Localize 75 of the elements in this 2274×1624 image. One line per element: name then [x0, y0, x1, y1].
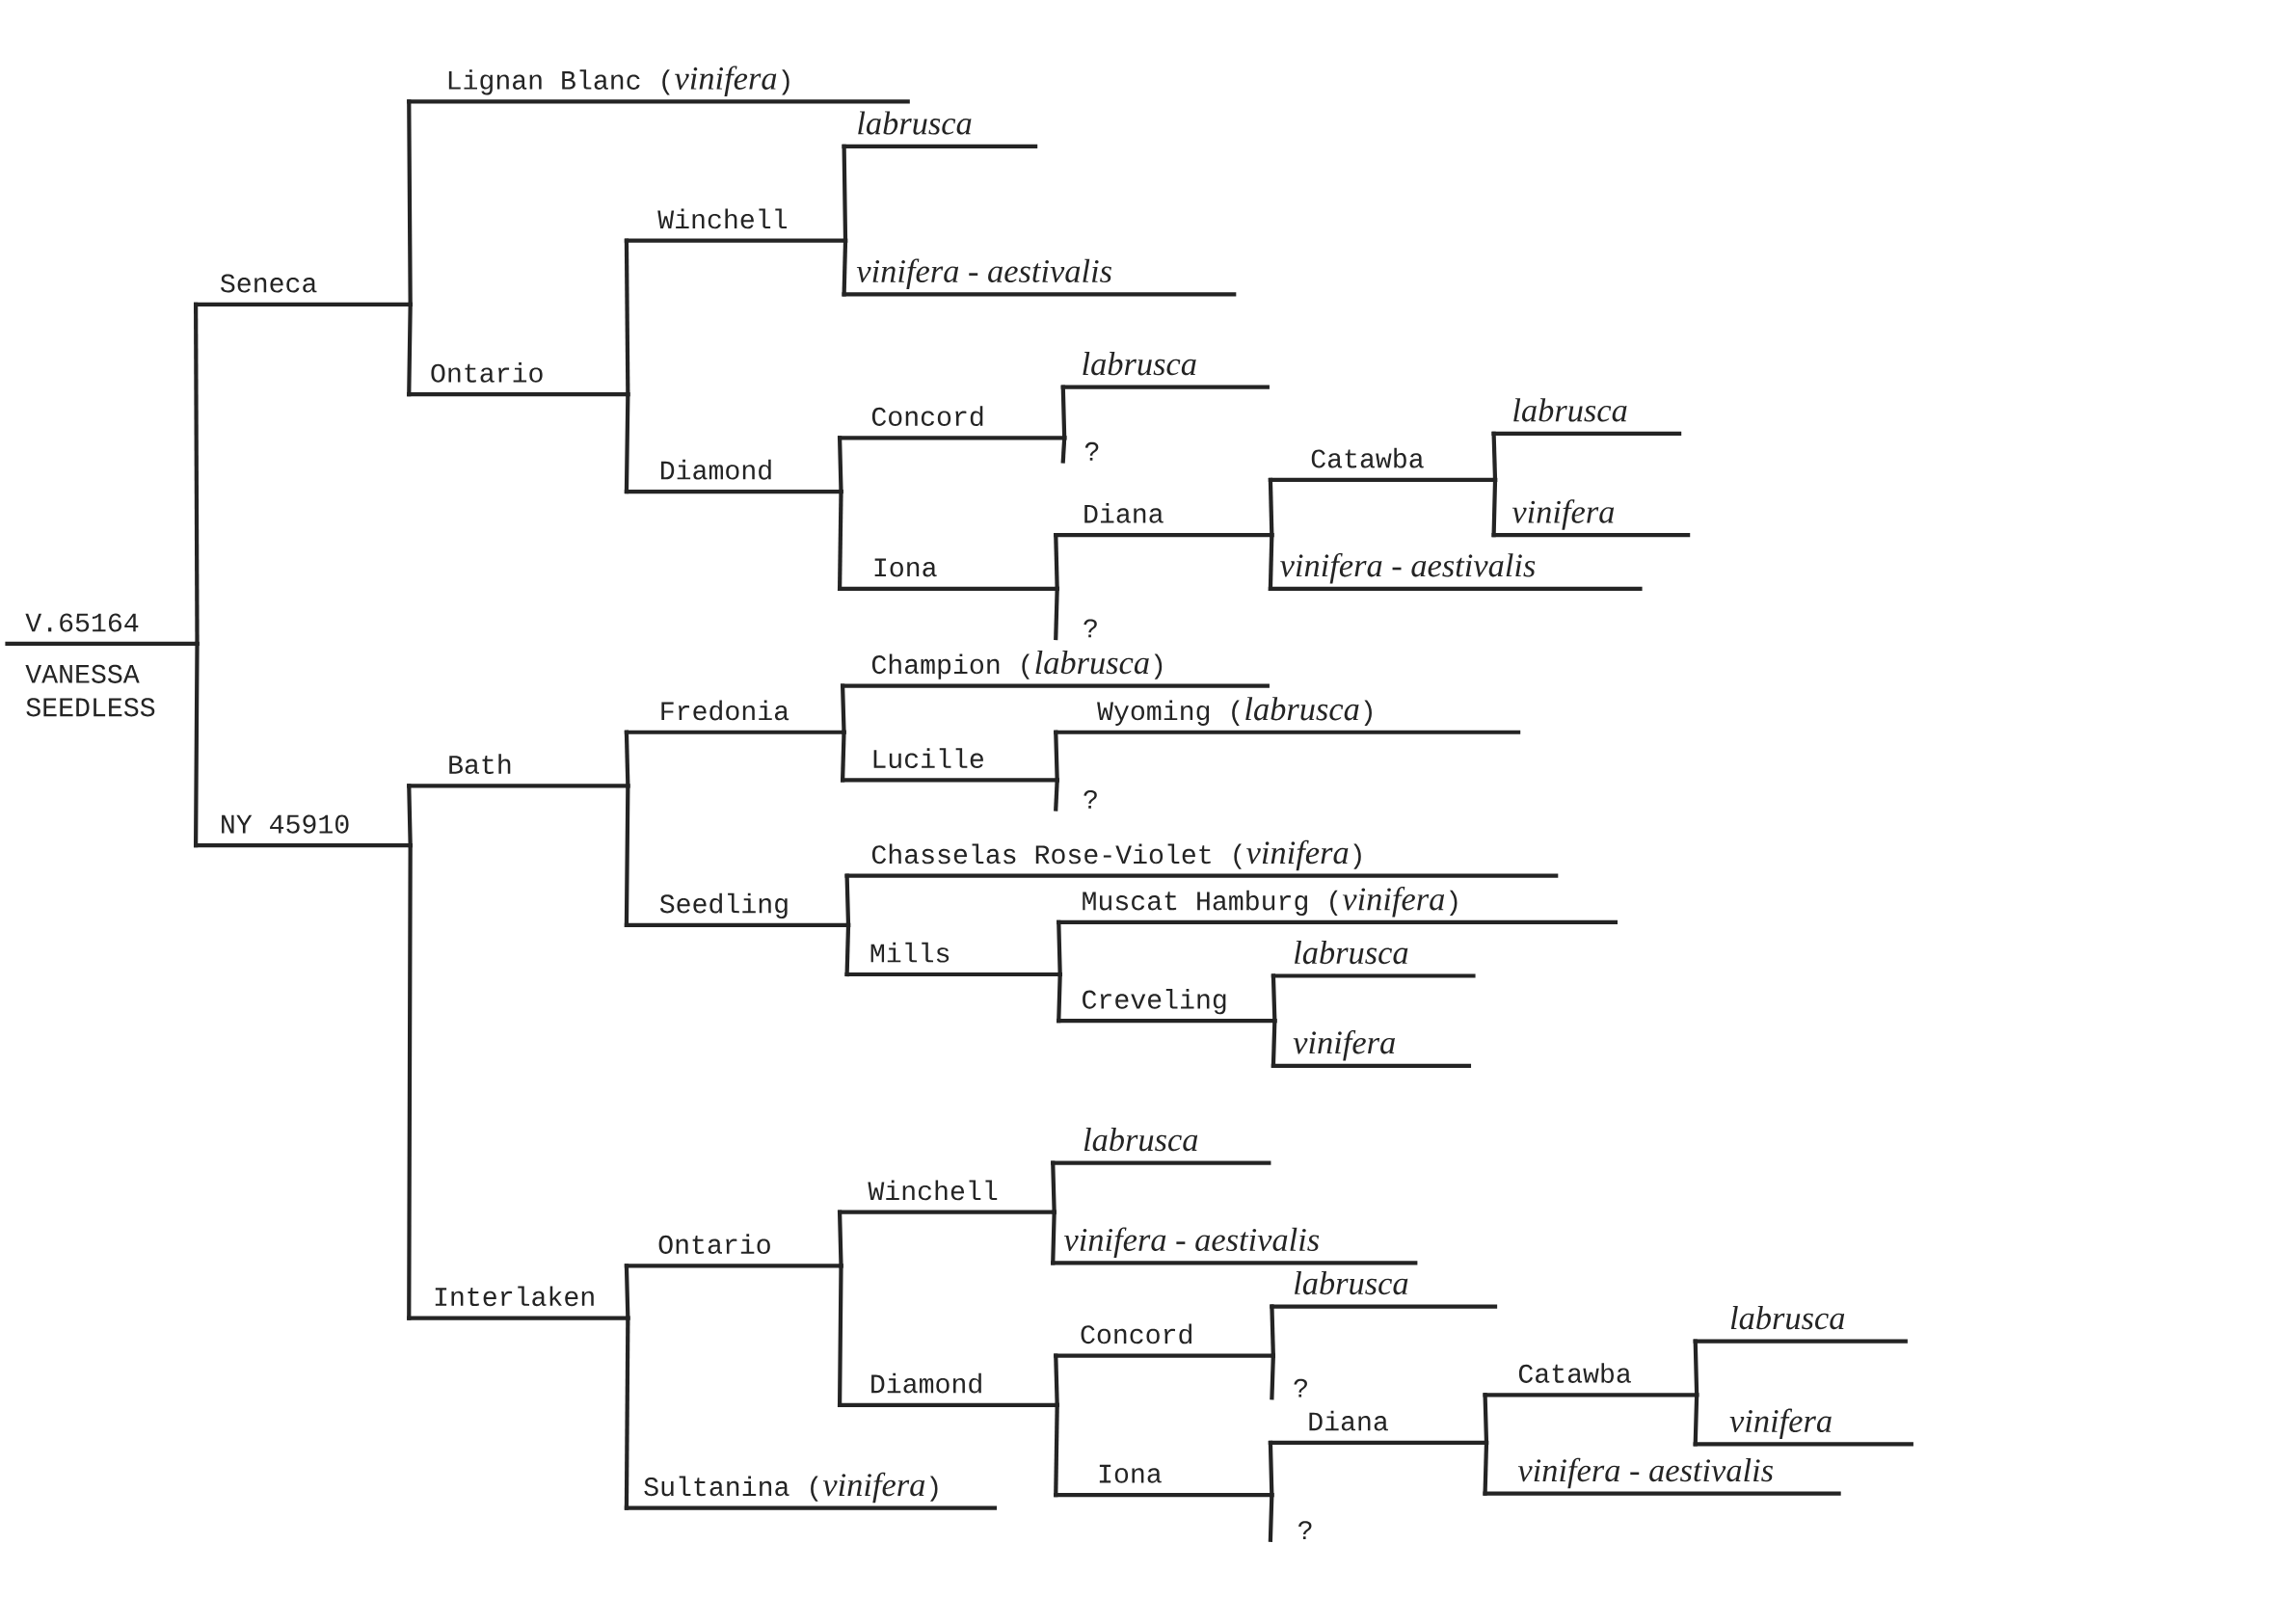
underlined-name: Mills: [844, 942, 1062, 977]
underlined-name: labrusca: [1270, 1270, 1498, 1309]
underlined-name: Diana: [1054, 503, 1274, 538]
variety-name: VANESSA SEEDLESS: [25, 664, 155, 717]
bracket-line: [841, 730, 846, 783]
bracket-line: [1491, 477, 1498, 538]
underlined-name: Catawba: [1483, 1363, 1699, 1398]
underlined-name: vinifera: [1491, 499, 1691, 538]
underlined-name: Winchell: [837, 1180, 1057, 1214]
bracket-line: [624, 1316, 630, 1510]
bracket-line: [1268, 1493, 1274, 1542]
bracket-line: [837, 1264, 843, 1407]
question-mark: ?: [1084, 441, 1099, 461]
underlined-name: Diamond: [624, 459, 843, 494]
bracket-line: [1483, 1440, 1489, 1496]
underlined-name: Fredonia: [624, 700, 846, 734]
underlined-name: Interlaken: [407, 1286, 630, 1320]
bracket-line: [1051, 1160, 1057, 1214]
underlined-name: Seneca: [194, 274, 413, 307]
underlined-name: Winchell: [624, 208, 848, 243]
bracket-line: [1054, 778, 1059, 812]
bracket-line: [194, 641, 200, 848]
underlined-name: vinifera: [1271, 1029, 1472, 1068]
bracket-line: [1271, 1019, 1277, 1068]
underlined-name: Champion (labrusca): [841, 651, 1270, 688]
underlined-name: Muscat Hamburg (vinifera): [1057, 886, 1618, 924]
bracket-line: [1268, 533, 1274, 591]
question-mark: ?: [1083, 789, 1097, 809]
underlined-name: vinifera - aestivalis: [1051, 1227, 1418, 1265]
bracket-line: [407, 302, 413, 397]
underlined-name: Diamond: [837, 1372, 1059, 1407]
underlined-name: Ontario: [624, 1234, 843, 1268]
underlined-name: Wyoming (labrusca): [1054, 697, 1521, 734]
underlined-name: Lucille: [841, 748, 1059, 783]
bracket-line: [842, 238, 848, 297]
underlined-name: labrusca: [1491, 398, 1682, 436]
underlined-name: labrusca: [842, 111, 1038, 149]
underlined-name: labrusca: [1051, 1128, 1271, 1165]
underlined-name: labrusca: [1060, 352, 1270, 389]
bracket-line: [624, 392, 630, 494]
underlined-name: vinifera - aestivalis: [1268, 552, 1643, 591]
underlined-name: Concord: [837, 406, 1067, 440]
underlined-name: Iona: [1054, 1464, 1274, 1498]
bracket-line: [1693, 1393, 1699, 1447]
underlined-name: labrusca: [1693, 1306, 1908, 1344]
bracket-line: [1054, 586, 1059, 641]
underlined-name: vinifera - aestivalis: [1483, 1457, 1841, 1496]
question-mark: ?: [1083, 619, 1097, 638]
bracket-line: [837, 489, 843, 591]
underlined-name: Catawba: [1268, 447, 1498, 483]
underlined-name: Creveling: [1057, 989, 1277, 1024]
bracket-line: [624, 784, 630, 927]
underlined-name: Chasselas Rose-Violet (vinifera): [844, 839, 1559, 878]
underlined-name: Diana: [1268, 1410, 1489, 1446]
underlined-name: labrusca: [1271, 940, 1476, 978]
underlined-name: Seedling: [624, 892, 851, 927]
question-mark: ?: [1294, 1378, 1307, 1398]
underlined-name: Ontario: [407, 362, 630, 397]
bracket-line: [1270, 1353, 1275, 1400]
bracket-line: [1051, 1210, 1057, 1265]
bracket-line: [407, 843, 413, 1320]
underlined-name: NY 45910: [194, 814, 413, 848]
underlined-name: Lignan Blanc (vinifera): [407, 66, 910, 104]
underlined-name: Sultanina (vinifera): [624, 1472, 998, 1510]
underlined-name: Concord: [1054, 1323, 1275, 1358]
underlined-name: vinifera - aestivalis: [842, 258, 1237, 297]
underlined-name: Bath: [407, 754, 630, 788]
question-mark: ?: [1298, 1521, 1312, 1540]
bracket-line: [1060, 436, 1067, 464]
bracket-line: [844, 922, 851, 977]
underlined-name: vinifera: [1693, 1408, 1913, 1447]
bracket-line: [1054, 1402, 1059, 1498]
underlined-name: V.65164: [5, 613, 200, 647]
bracket-line: [1057, 972, 1062, 1024]
underlined-name: Iona: [837, 558, 1059, 591]
